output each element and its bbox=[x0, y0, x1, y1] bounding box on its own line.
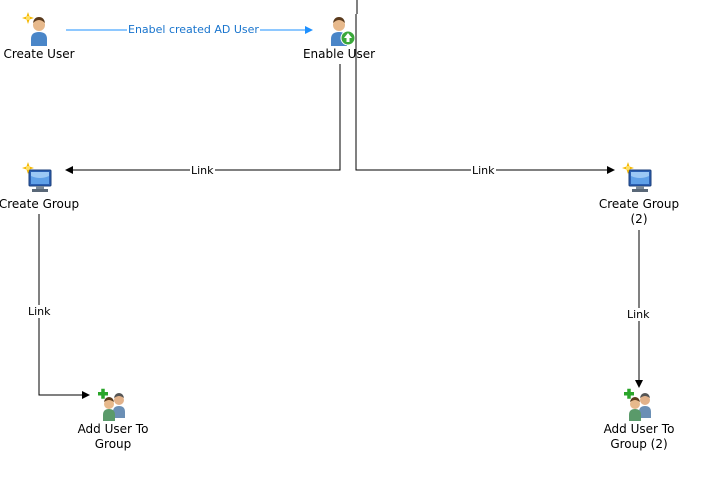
node-create-user[interactable]: Create User bbox=[0, 12, 94, 62]
node-label: Create Group (2) bbox=[598, 197, 680, 226]
add-user-to-group-icon bbox=[624, 388, 651, 421]
node-add-user-to-group-2[interactable]: Add User To Group (2) bbox=[584, 387, 694, 452]
connector-enable-user-to-create-group-2[interactable] bbox=[355, 14, 615, 174]
connector-enable-user-to-create-group[interactable] bbox=[65, 64, 341, 174]
node-enable-user[interactable]: Enable User bbox=[284, 12, 394, 62]
node-label: Create Group bbox=[0, 197, 80, 211]
node-label: Add User To Group (2) bbox=[603, 422, 675, 451]
node-label: Enable User bbox=[302, 47, 376, 61]
connector-create-group-to-add-user[interactable] bbox=[38, 214, 90, 399]
node-create-group-2[interactable]: Create Group (2) bbox=[584, 162, 694, 227]
group-create-icon bbox=[22, 162, 52, 192]
node-label: Create User bbox=[3, 47, 75, 61]
connector-label-enable-to-group: Link bbox=[190, 164, 215, 177]
group-create-icon bbox=[622, 162, 652, 192]
node-add-user-to-group[interactable]: Add User To Group bbox=[58, 387, 168, 452]
node-create-group[interactable]: Create Group bbox=[0, 162, 94, 212]
add-user-to-group-icon bbox=[98, 388, 125, 421]
connector-label-group-2-to-add-user-2: Link bbox=[626, 308, 651, 321]
user-create-icon bbox=[22, 12, 47, 46]
connector-label-create-to-enable: Enabel created AD User bbox=[127, 23, 260, 36]
user-enable-icon bbox=[331, 17, 356, 46]
node-label: Add User To Group bbox=[77, 422, 149, 451]
connector-label-enable-to-group-2: Link bbox=[471, 164, 496, 177]
connector-label-group-to-add-user: Link bbox=[27, 305, 52, 318]
